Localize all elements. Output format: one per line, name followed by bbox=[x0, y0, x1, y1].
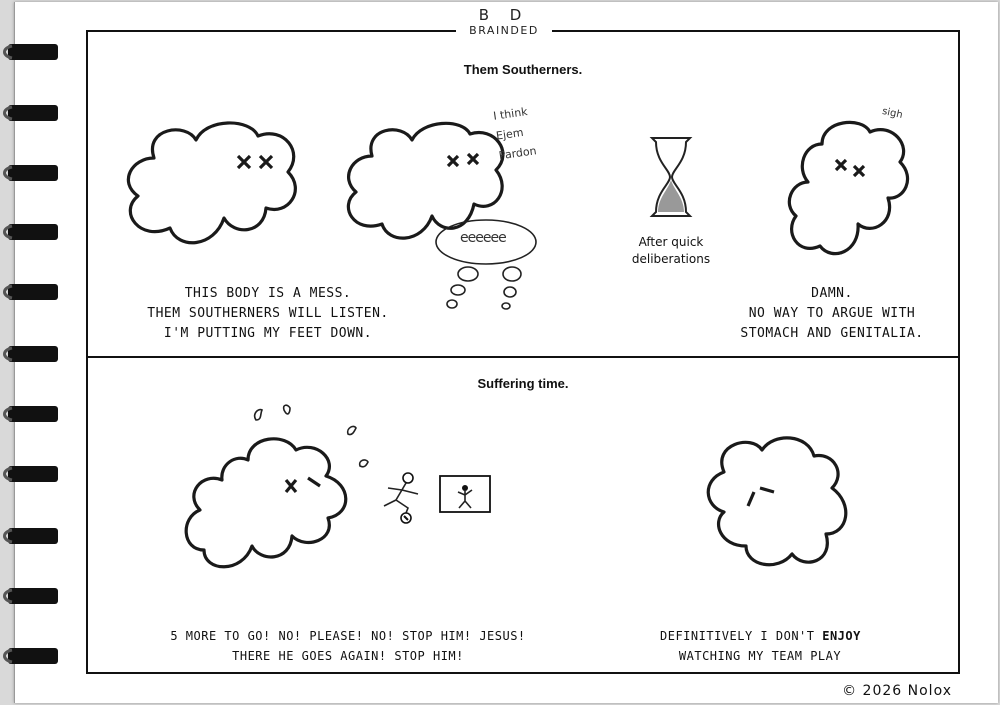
thought-bubble bbox=[435, 219, 537, 310]
brain-cloud bbox=[126, 121, 297, 245]
panel-bottom: Suffering time. 5 MORE TO GO! NO! PLEASE… bbox=[86, 356, 960, 674]
thought-text: ееееее bbox=[460, 230, 507, 246]
soccer-scene bbox=[383, 472, 491, 524]
panel-title: Them Southerners. bbox=[463, 62, 583, 77]
hourglass-icon bbox=[649, 137, 693, 217]
emphasis-word: ENJOY bbox=[822, 629, 861, 643]
ring-icon bbox=[3, 528, 58, 544]
brain-cloud bbox=[184, 437, 348, 569]
ring-icon bbox=[3, 406, 58, 422]
ring-icon bbox=[3, 165, 58, 181]
caption-left: 5 MORE TO GO! NO! PLEASE! NO! STOP HIM! … bbox=[170, 629, 526, 663]
caption-right: DAMN. NO WAY TO ARGUE WITH STOMACH AND G… bbox=[740, 286, 924, 341]
ring-icon bbox=[3, 44, 58, 60]
ring-icon bbox=[3, 224, 58, 240]
caption-left: THIS BODY IS A MESS. THEM SOUTHERNERS WI… bbox=[147, 286, 389, 341]
brain-cloud bbox=[787, 120, 910, 256]
brand-logo: B D BRAINDED bbox=[456, 6, 552, 50]
ring-icon bbox=[3, 284, 58, 300]
side-note: I think Ejem Pardon bbox=[492, 105, 538, 163]
ring-icon bbox=[3, 346, 58, 362]
brain-cloud bbox=[346, 121, 505, 240]
ring-icon bbox=[3, 105, 58, 121]
panel-top: Them Southerners. I think Ejem Pardon ее… bbox=[86, 30, 960, 358]
panel-title: Suffering time. bbox=[477, 376, 569, 391]
ring-icon bbox=[3, 588, 58, 604]
ring-icon bbox=[3, 648, 58, 664]
hourglass-caption: After quick deliberations bbox=[631, 235, 711, 266]
brain-cloud bbox=[706, 436, 848, 567]
sweat-drops bbox=[253, 404, 369, 468]
notebook-page bbox=[14, 2, 998, 703]
caption-right: DEFINITIVELY I DON'T ENJOY WATCHING MY T… bbox=[660, 629, 861, 663]
copyright: © 2026 Nolox bbox=[842, 683, 952, 699]
ring-icon bbox=[3, 466, 58, 482]
